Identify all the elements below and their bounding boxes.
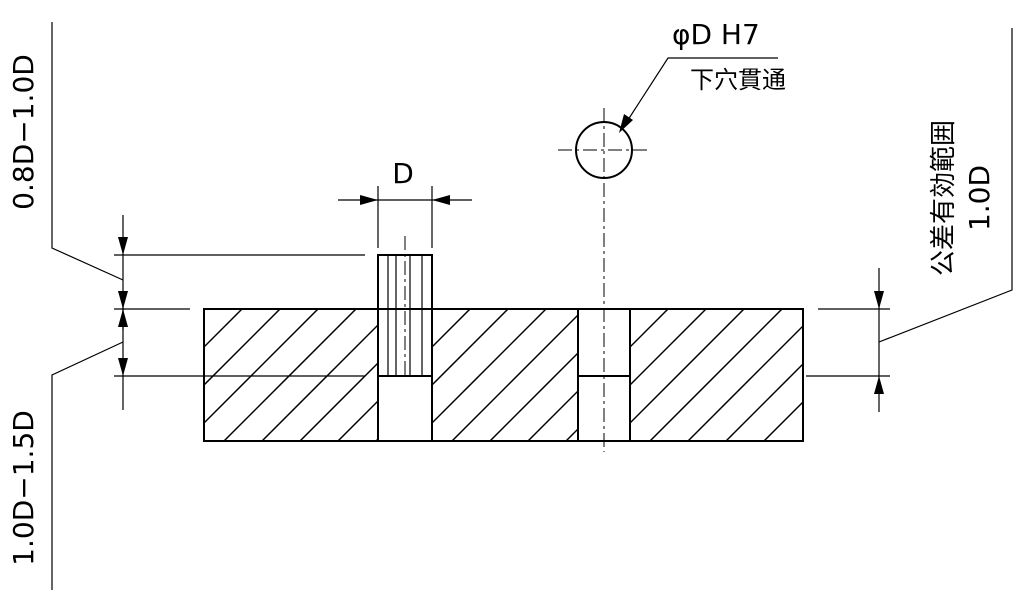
hatch-line (432, 309, 509, 387)
section-hatching (204, 309, 972, 441)
hole-note-label: 下穴貫通 (690, 66, 786, 94)
hatch-line (840, 309, 972, 441)
hatch-line (687, 324, 803, 441)
hole-callout-label: φD H7 (672, 18, 760, 51)
hatch-line (204, 309, 205, 311)
hatch-line (649, 309, 783, 441)
hatch-line (204, 309, 281, 387)
dimension-protrusion: 0.8D−1.0D (7, 22, 128, 330)
hatch-line (204, 309, 319, 425)
hatch-line (261, 323, 378, 441)
tolerance-zone-title: 公差有効範囲 (929, 120, 959, 276)
hatch-line (763, 400, 803, 441)
hatch-line (527, 389, 578, 441)
hatch-line (489, 351, 578, 441)
dimension-tolerance-zone: 公差有効範囲 1.0D (874, 28, 1013, 412)
base-plate (203, 308, 804, 442)
hatch-line (630, 309, 707, 387)
extension-lines (114, 186, 890, 377)
hatch-line (630, 309, 745, 425)
through-hole (558, 108, 650, 452)
hatch-line (204, 309, 243, 349)
dowel-pin (377, 236, 433, 378)
hatch-line (299, 361, 378, 441)
hatch-line (451, 313, 578, 441)
hatch-line (337, 399, 378, 441)
hatch-line (630, 309, 669, 349)
hole-callout: φD H7 下穴貫通 (619, 18, 786, 133)
tolerance-zone-value: 1.0D (963, 165, 996, 231)
dimension-pin-diameter: D (338, 157, 472, 205)
hatch-line (725, 362, 803, 441)
hatch-line (432, 309, 471, 349)
pin-diameter-label: D (392, 157, 414, 190)
protrusion-range-label: 0.8D−1.0D (7, 54, 40, 210)
dimension-engagement: 1.0D−1.5D (7, 300, 128, 590)
engagement-range-label: 1.0D−1.5D (7, 410, 40, 566)
hatch-line (432, 309, 547, 425)
hatch-line (223, 309, 357, 441)
